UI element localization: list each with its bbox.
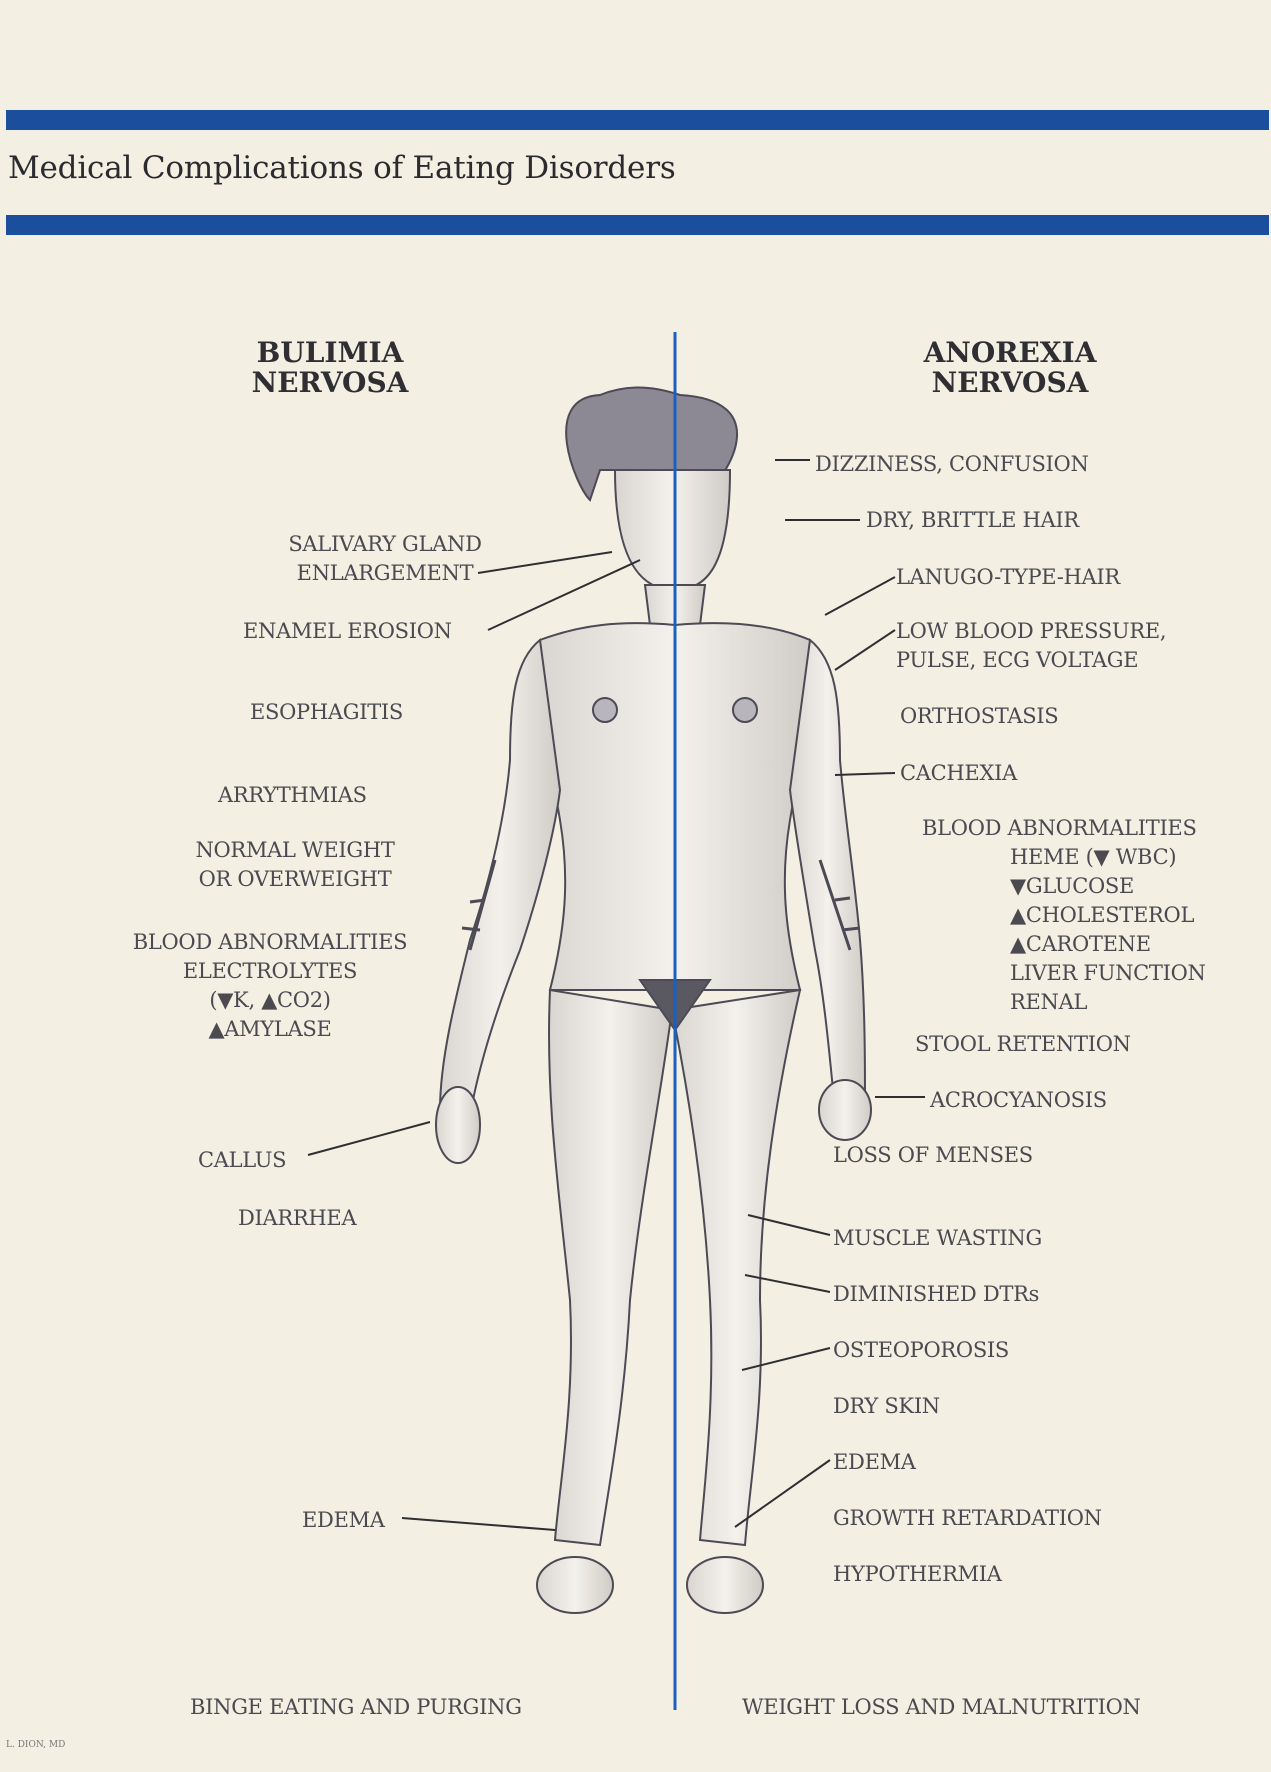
bulimia-blood-line-4: ▲AMYLASE xyxy=(95,1015,445,1044)
hypothermia-label: HYPOTHERMIA xyxy=(833,1560,1002,1588)
enamel-erosion-label: ENAMEL EROSION xyxy=(243,617,452,645)
anorexia-blood-title: BLOOD ABNORMALITIES xyxy=(922,814,1197,842)
callus-label: CALLUS xyxy=(198,1146,286,1174)
pressure-line-2: PULSE, ECG VOLTAGE xyxy=(896,646,1166,675)
anorexia-blood-line-6: RENAL xyxy=(1010,988,1206,1017)
bulimia-blood-line-1: BLOOD ABNORMALITIES xyxy=(95,928,445,957)
left-breast-detail xyxy=(593,698,617,722)
salivary-line-2: ENLARGEMENT xyxy=(255,559,515,588)
anorexia-heading: ANOREXIA NERVOSA xyxy=(900,338,1120,398)
muscle-wasting-label: MUSCLE WASTING xyxy=(833,1224,1042,1252)
right-arm-shape xyxy=(790,640,865,1110)
diminished-dtrs-label: DIMINISHED DTRs xyxy=(833,1280,1039,1308)
dizziness-label: DIZZINESS, CONFUSION xyxy=(815,450,1089,478)
cachexia-label: CACHEXIA xyxy=(900,759,1017,787)
bulimia-blood-line-3: (▼K, ▲CO2) xyxy=(95,986,445,1015)
left-leg-shape xyxy=(549,990,672,1545)
anorexia-footer: WEIGHT LOSS AND MALNUTRITION xyxy=(742,1693,1141,1721)
diarrhea-label: DIARRHEA xyxy=(238,1204,356,1232)
bulimia-footer: BINGE EATING AND PURGING xyxy=(190,1693,522,1721)
left-foot-shape xyxy=(537,1557,613,1613)
anorexia-blood-line-1: HEME (▼ WBC) xyxy=(1010,843,1206,872)
osteoporosis-label: OSTEOPOROSIS xyxy=(833,1336,1009,1364)
right-leg-shape xyxy=(672,990,800,1545)
esophagitis-label: ESOPHAGITIS xyxy=(250,698,403,726)
weight-line-2: OR OVERWEIGHT xyxy=(160,865,430,894)
bulimia-heading-line-2: NERVOSA xyxy=(220,368,440,398)
face-shape xyxy=(615,470,730,590)
salivary-gland-label: SALIVARY GLAND ENLARGEMENT xyxy=(255,530,515,588)
bulimia-blood-label: BLOOD ABNORMALITIES ELECTROLYTES (▼K, ▲C… xyxy=(95,928,445,1044)
anorexia-blood-line-5: LIVER FUNCTION xyxy=(1010,959,1206,988)
right-hand-shape xyxy=(819,1080,871,1140)
left-hand-shape xyxy=(436,1087,480,1163)
bulimia-heading: BULIMIA NERVOSA xyxy=(220,338,440,398)
weight-label: NORMAL WEIGHT OR OVERWEIGHT xyxy=(160,836,430,894)
right-foot-shape xyxy=(687,1557,763,1613)
left-arm-shape xyxy=(440,640,560,1115)
bulimia-blood-line-2: ELECTROLYTES xyxy=(95,957,445,986)
right-breast-detail xyxy=(733,698,757,722)
weight-line-1: NORMAL WEIGHT xyxy=(160,836,430,865)
loss-of-menses-label: LOSS OF MENSES xyxy=(833,1141,1033,1169)
growth-retardation-label: GROWTH RETARDATION xyxy=(833,1504,1102,1532)
anorexia-heading-line-2: NERVOSA xyxy=(900,368,1120,398)
arrythmias-label: ARRYTHMIAS xyxy=(218,781,367,809)
bulimia-edema-label: EDEMA xyxy=(302,1506,385,1534)
dry-skin-label: DRY SKIN xyxy=(833,1392,940,1420)
pressure-line-1: LOW BLOOD PRESSURE, xyxy=(896,617,1166,646)
low-pressure-label: LOW BLOOD PRESSURE, PULSE, ECG VOLTAGE xyxy=(896,617,1166,675)
bulimia-heading-line-1: BULIMIA xyxy=(220,338,440,368)
lanugo-label: LANUGO-TYPE-HAIR xyxy=(896,563,1120,591)
anorexia-blood-line-2: ▼GLUCOSE xyxy=(1010,872,1206,901)
artist-credit: L. DION, MD xyxy=(6,1740,65,1750)
orthostasis-label: ORTHOSTASIS xyxy=(900,702,1058,730)
salivary-line-1: SALIVARY GLAND xyxy=(255,530,515,559)
anorexia-blood-line-3: ▲CHOLESTEROL xyxy=(1010,901,1206,930)
anorexia-blood-line-4: ▲CAROTENE xyxy=(1010,930,1206,959)
dry-hair-label: DRY, BRITTLE HAIR xyxy=(866,506,1079,534)
acrocyanosis-label: ACROCYANOSIS xyxy=(930,1086,1107,1114)
anorexia-heading-line-1: ANOREXIA xyxy=(900,338,1120,368)
stool-retention-label: STOOL RETENTION xyxy=(915,1030,1131,1058)
anorexia-blood-list: HEME (▼ WBC) ▼GLUCOSE ▲CHOLESTEROL ▲CARO… xyxy=(1010,843,1206,1017)
anorexia-edema-label: EDEMA xyxy=(833,1448,916,1476)
